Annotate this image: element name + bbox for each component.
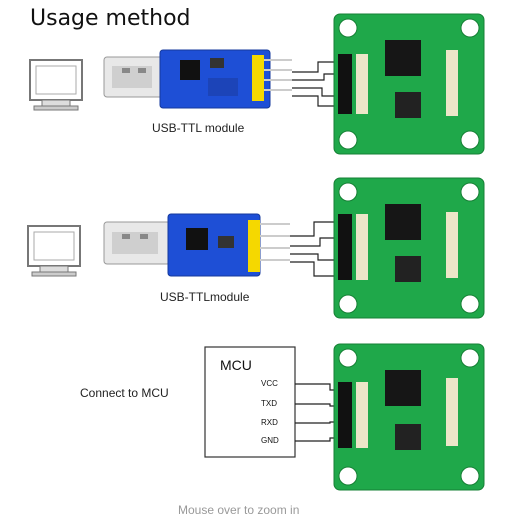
wires (290, 222, 340, 276)
usb-ttl-module-label-1: USB-TTL module (152, 121, 244, 135)
mcu-pin-txd: TXD (261, 399, 277, 408)
usb-plug (104, 222, 170, 264)
computer-icon (30, 60, 82, 110)
usb-plug (104, 57, 164, 97)
wires (292, 62, 340, 106)
usb-ttl-module-label-2: USB-TTLmodule (160, 290, 249, 304)
mcu-pin-vcc: VCC (261, 379, 278, 388)
sensor-board (334, 14, 484, 154)
sensor-board (334, 344, 484, 490)
mcu-pin-gnd: GND (261, 436, 279, 445)
page-title: Usage method (30, 6, 191, 31)
usb-ttl-board (168, 214, 290, 276)
connect-to-mcu-label: Connect to MCU (80, 386, 169, 400)
wires (295, 384, 340, 441)
computer-icon (28, 226, 80, 276)
sensor-board (334, 178, 484, 318)
mcu-pin-rxd: RXD (261, 418, 278, 427)
zoom-hint: Mouse over to zoom in (178, 503, 299, 517)
mcu-title: MCU (220, 357, 252, 373)
usb-ttl-board (160, 50, 292, 108)
